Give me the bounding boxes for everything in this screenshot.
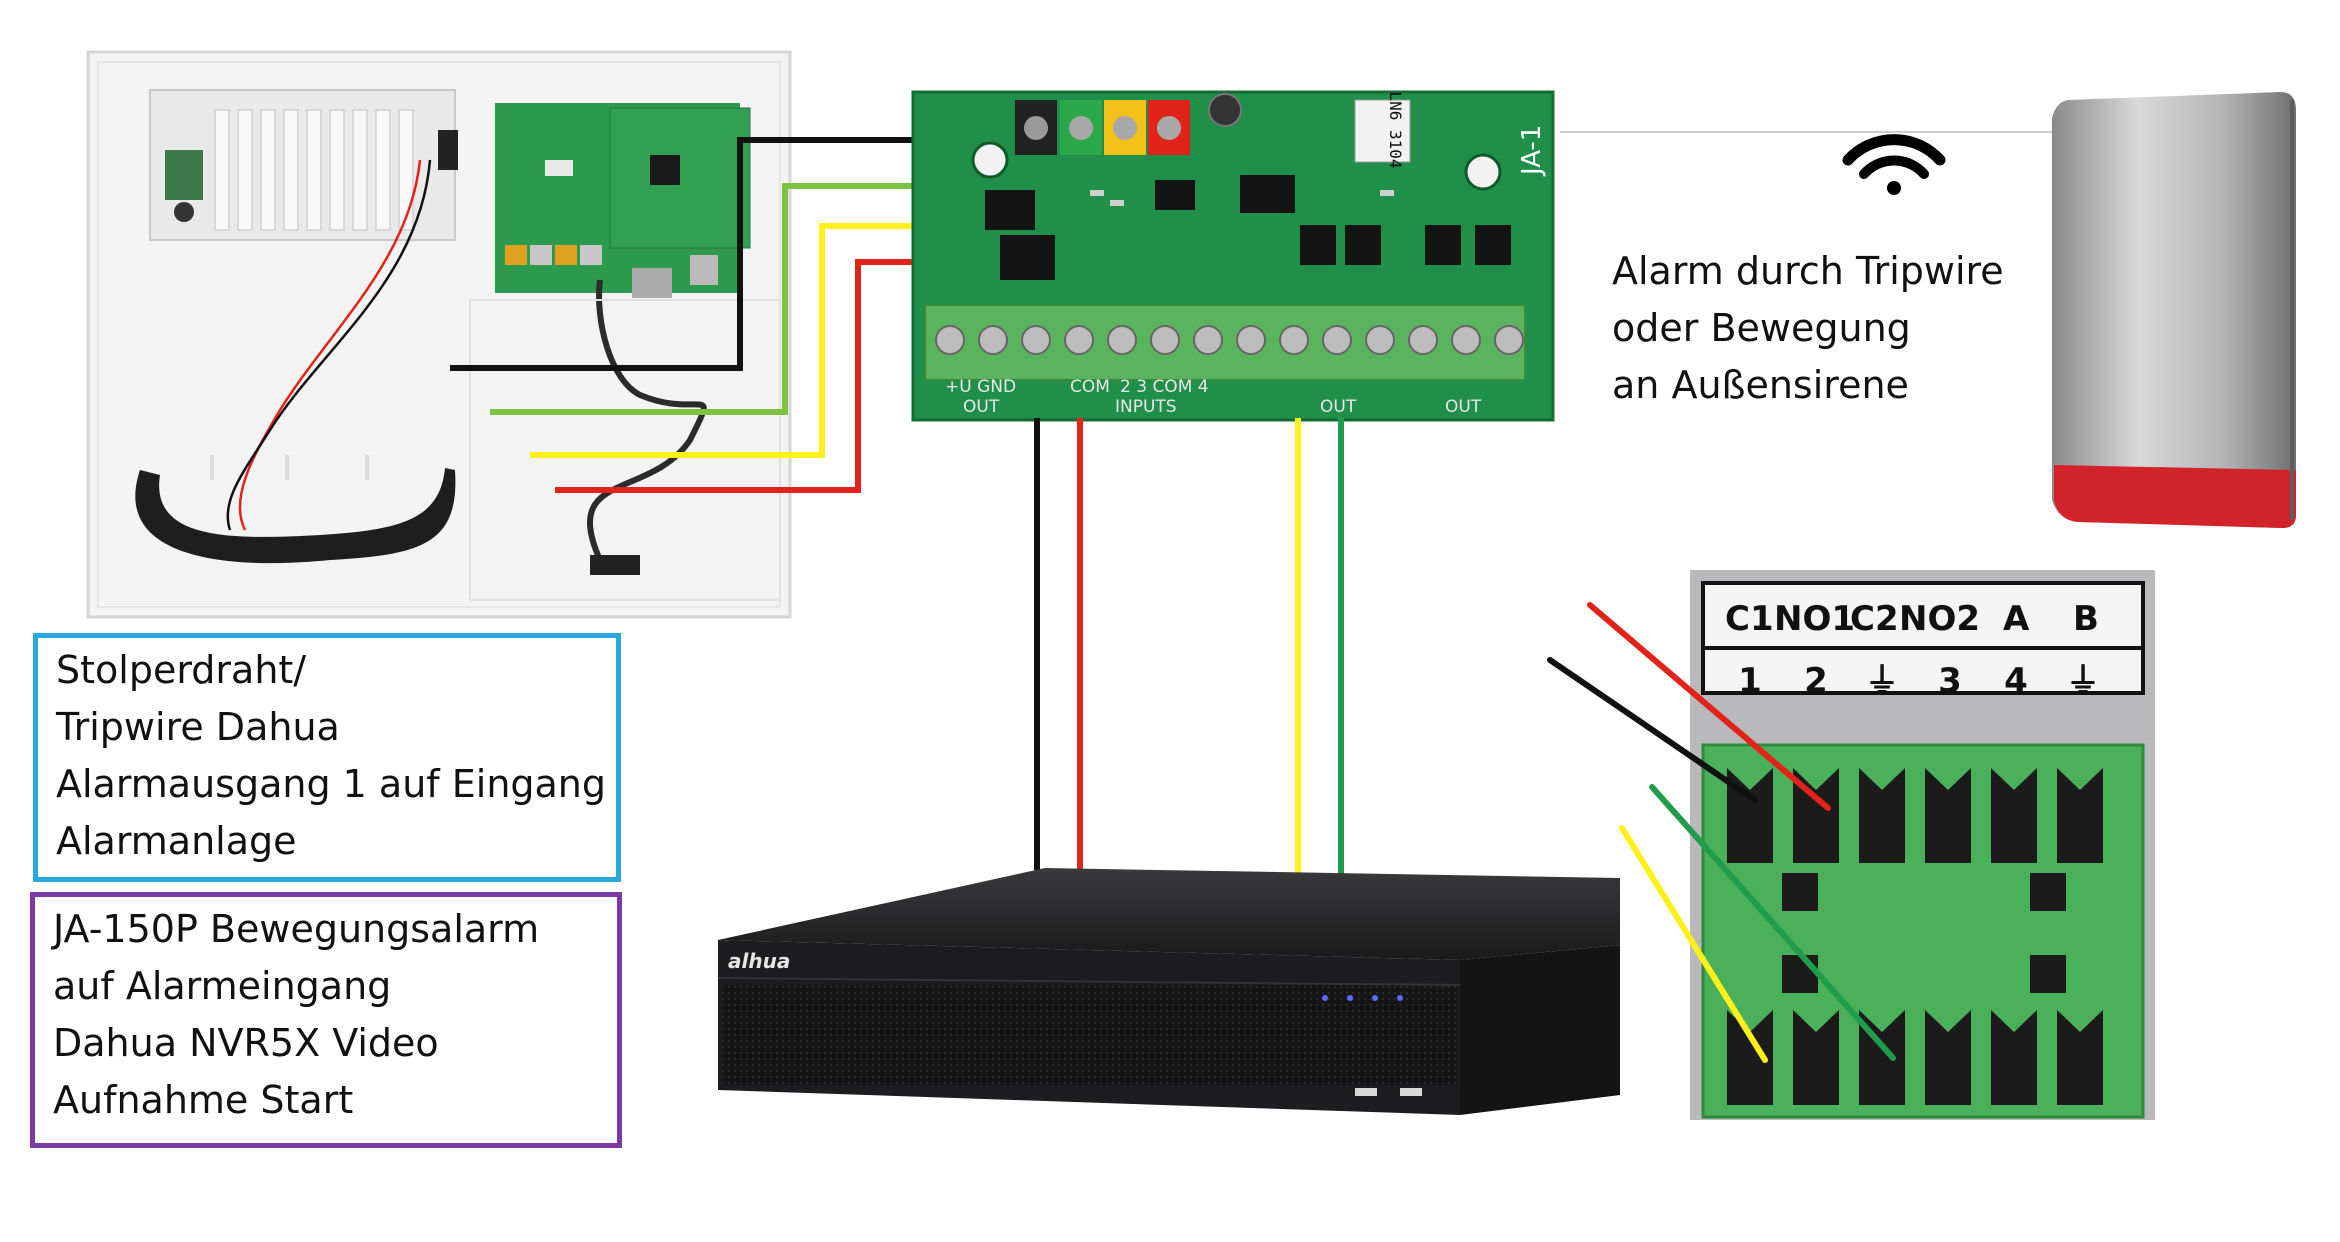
wire-red-terminal (1587, 602, 1831, 811)
cable-strap (135, 468, 456, 564)
nvr-usb-ports (1355, 1088, 1422, 1096)
nvr-brand-logo: alhua (728, 949, 790, 973)
motion-note-line-2: auf Alarmeingang (53, 964, 392, 1008)
wire-black-panel (450, 137, 1040, 371)
tripwire-note-line-4: Alarmanlage (56, 819, 297, 863)
siren-caption-line-1: Alarm durch Tripwire (1612, 249, 2004, 293)
label-gnd: +U GND (945, 377, 1016, 397)
header-a: A (2003, 599, 2030, 639)
tripwire-note-line-1: Stolperdraht/ (56, 648, 307, 692)
terminal-header-row1: C1 NO1 C2 NO2 A B (1725, 599, 2099, 639)
siren-caption-line-2: oder Bewegung (1612, 306, 1911, 350)
label-inputs: INPUTS (1115, 397, 1177, 417)
siren-caption-line-3: an Außensirene (1612, 363, 1909, 407)
internal-wire-red (238, 159, 422, 531)
dahua-nvr: alhua (717, 868, 1620, 1115)
right-compartment (469, 299, 781, 601)
wifi-icon (1842, 134, 1946, 195)
header-pin-3: 3 (1938, 661, 1962, 701)
tripwire-note-line-2: Tripwire Dahua (56, 705, 340, 749)
motion-note-line-4: Aufnahme Start (53, 1078, 354, 1122)
outdoor-siren (2052, 92, 2296, 528)
nvr-terminal-block: C1 NO1 C2 NO2 A B 1 2 ⏚ 3 4 ⏚ (1690, 570, 2155, 1120)
top-terminal-block (1015, 100, 1190, 155)
internal-cable-gray (586, 279, 707, 562)
terminal-block-wires (1547, 602, 1896, 1063)
motion-note-line-3: Dahua NVR5X Video (53, 1021, 439, 1065)
power-supply-unit (149, 89, 458, 241)
nvr-status-leds (1322, 995, 1403, 1001)
ja-module-board: LN6 3104 JA-1 +U GND OUT COM 2 3 COM 4 I… (911, 90, 1555, 422)
wire-green-terminal (1649, 784, 1896, 1061)
label-out-mid: OUT (1320, 397, 1357, 417)
wire-yellow-terminal (1619, 825, 1768, 1063)
alarm-control-panel (86, 50, 792, 619)
wire-black-terminal (1547, 657, 1758, 803)
header-pin-ground-1: ⏚ (1865, 661, 1899, 701)
header-pin-1: 1 (1738, 661, 1762, 701)
header-pin-ground-2: ⏚ (2066, 661, 2100, 701)
header-c2: C2 (1850, 599, 1899, 639)
terminal-header-row2: 1 2 ⏚ 3 4 ⏚ (1738, 661, 2100, 701)
header-no2: NO2 (1899, 599, 1980, 639)
tripwire-note-box: Stolperdraht/ Tripwire Dahua Alarmausgan… (33, 633, 621, 882)
header-pin-4: 4 (2004, 661, 2028, 701)
siren-caption: Alarm durch Tripwire oder Bewegung an Au… (1612, 243, 2004, 414)
label-com: COM (1070, 377, 1110, 397)
module-to-nvr-wires (1034, 418, 1344, 875)
label-out-left: OUT (963, 397, 1000, 417)
header-c1: C1 (1725, 599, 1774, 639)
control-panel-board (495, 103, 751, 298)
module-model-label: JA-1 (1517, 125, 1547, 177)
cable-connector (590, 555, 640, 575)
header-pin-2: 2 (1804, 661, 1828, 701)
label-out-right: OUT (1445, 397, 1482, 417)
internal-wire-black (226, 159, 432, 531)
motion-note-line-1: JA-150P Bewegungsalarm (53, 907, 540, 951)
label-in-numbers: 2 3 COM 4 (1120, 377, 1209, 397)
chip-label: LN6 3104 (1386, 91, 1405, 168)
tripwire-note-line-3: Alarmausgang 1 auf Eingang (56, 762, 607, 806)
header-no1: NO1 (1774, 599, 1855, 639)
header-b: B (2073, 599, 2099, 639)
terminal-screws (935, 325, 1524, 355)
motion-note-box: JA-150P Bewegungsalarm auf Alarmeingang … (30, 892, 622, 1148)
